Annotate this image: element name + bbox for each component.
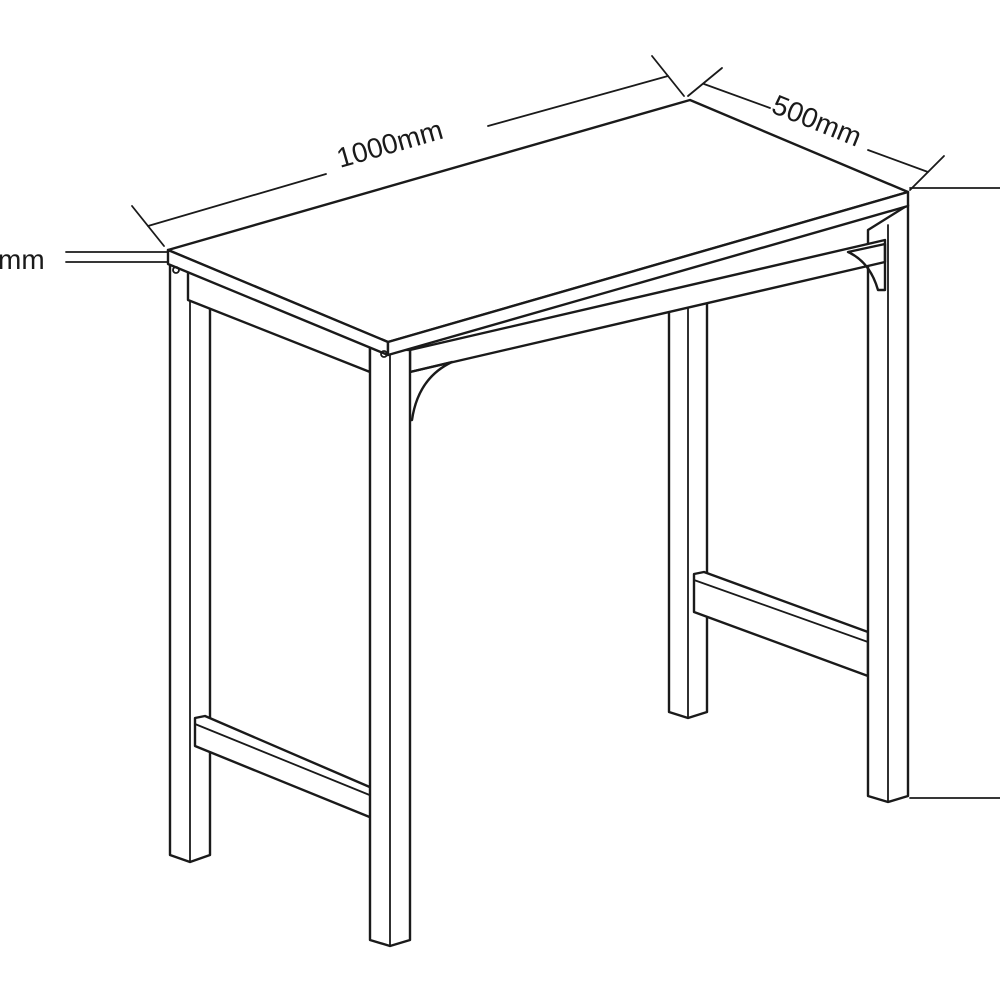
- screw-left: [172, 266, 180, 274]
- front-right-leg: [866, 203, 910, 804]
- thickness-dimension: mm: [0, 244, 169, 275]
- width-label: 1000mm: [333, 114, 446, 174]
- tabletop: [166, 98, 910, 357]
- front-right-bracket: [846, 242, 887, 292]
- thickness-label: mm: [0, 244, 45, 275]
- back-right-leg: [667, 288, 709, 720]
- back-left-leg: [168, 260, 212, 864]
- front-left-bracket: [408, 360, 454, 422]
- right-side-stretcher: [692, 570, 870, 678]
- screw-front: [380, 350, 388, 358]
- height-dimension: [909, 187, 1000, 799]
- front-left-leg: [368, 346, 412, 948]
- left-side-stretcher: [193, 714, 374, 820]
